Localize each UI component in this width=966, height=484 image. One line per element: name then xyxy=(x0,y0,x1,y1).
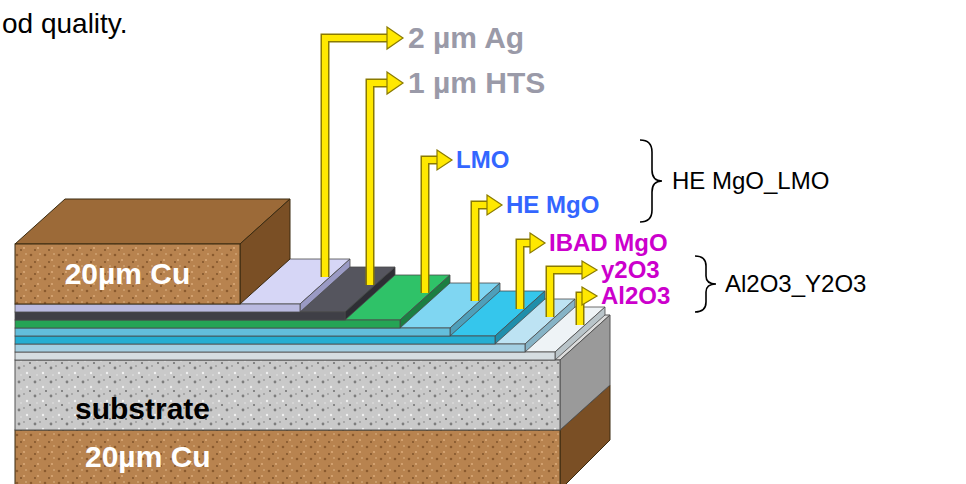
layer-name: 20µm Cu xyxy=(85,442,211,472)
layer-name: 20µm Cu xyxy=(65,259,191,289)
copper-layer: 20µm Cu xyxy=(15,244,240,304)
copper-layer: 20µm Cu xyxy=(15,430,560,484)
layer-name: substrate xyxy=(75,394,210,424)
layer-label: Al2O3 xyxy=(601,284,670,308)
group-label: HE MgO_LMO xyxy=(672,169,829,193)
callout-arrows xyxy=(325,27,597,325)
cut-off-text: od quality. xyxy=(2,10,128,38)
layer-label: IBAD MgO xyxy=(549,231,668,255)
layer-label: 2 µm Ag xyxy=(408,23,524,53)
top-copper-slab xyxy=(15,199,290,304)
substrate-layer: substrate xyxy=(15,360,560,430)
layer-label: HE MgO xyxy=(506,193,599,217)
layer-label: y2O3 xyxy=(601,258,660,282)
layer-label: LMO xyxy=(456,148,509,172)
group-label: Al2O3_Y2O3 xyxy=(725,272,866,296)
layer-label: 1 µm HTS xyxy=(408,68,545,98)
